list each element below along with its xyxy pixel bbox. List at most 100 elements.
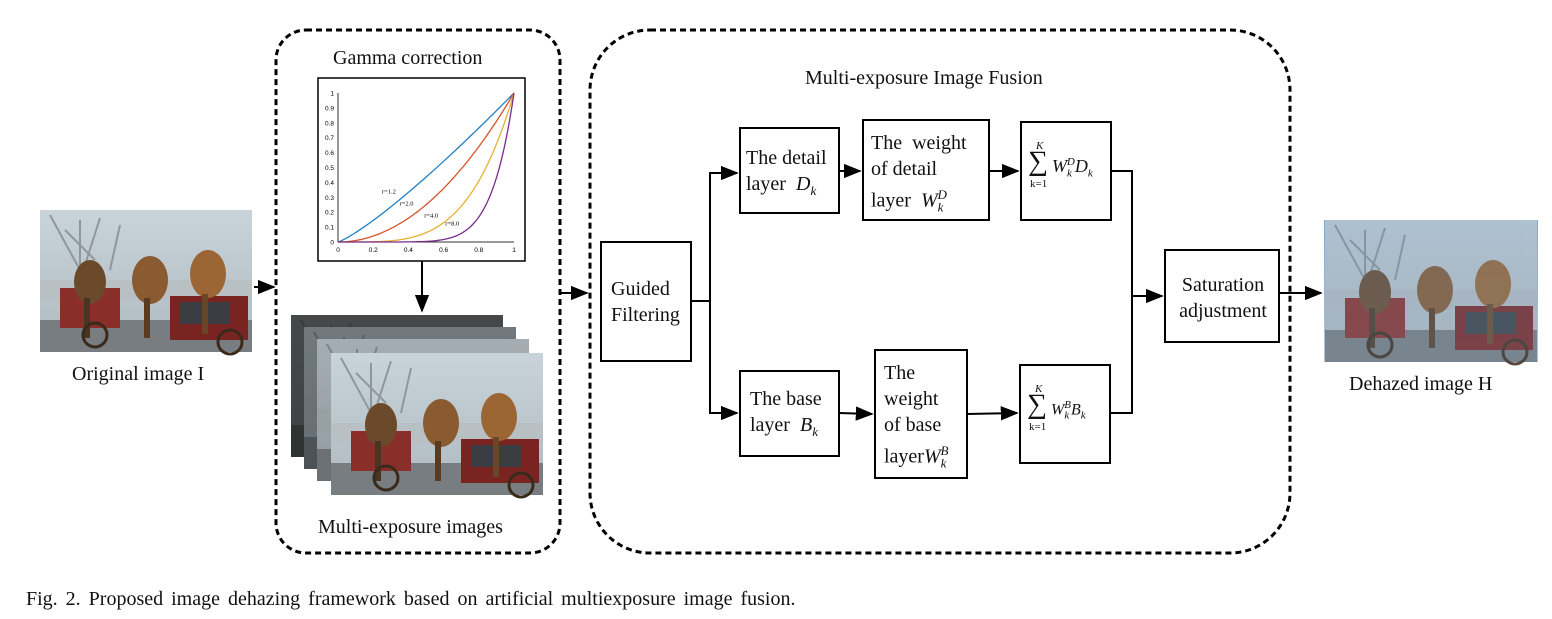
detail-line1: The detail [746,147,827,169]
detail-weight-box [862,119,990,221]
detail-sum-v: D [1074,156,1088,176]
gamma-curve [338,92,515,243]
gamma-x-tick: 0.2 [369,247,378,254]
base-sum-v-sub: k [1080,409,1086,422]
dehazed-image-label: Dehazed image H [1349,373,1493,395]
detail-weight-symbol: W [920,189,938,212]
detail-sum-w: W [1052,156,1067,176]
multi-exposure-stack [289,313,545,499]
gamma-y-tick: 0.1 [325,225,334,232]
base-sum-top: K [1035,383,1043,395]
base-weight-line1: The [884,362,916,384]
base-sub: k [812,424,818,439]
detail-sum-bottom: k=1 [1030,178,1048,190]
gamma-chart-frame [317,77,526,262]
guided-line2: Filtering [611,304,680,326]
detail-layer-box [739,127,840,214]
gamma-y-tick: 0 [330,240,334,247]
original-image [38,208,254,356]
gamma-y-tick: 0.7 [325,135,334,142]
saturation-line2: adjustment [1179,300,1267,322]
gamma-y-tick: 0.6 [325,150,334,157]
detail-layer-text: The detail layer Dk [746,145,827,204]
base-weight-symbol: W [923,445,941,468]
detail-sum-w-sup: D [1066,156,1075,168]
detail-weight-sup: D [937,187,947,202]
sum-merge-line [1110,170,1133,414]
base-weight-line3: of base [884,414,942,436]
gamma-y-tick: 1 [330,91,334,98]
guided-filtering-box [600,241,692,362]
gamma-curve [337,92,515,243]
guided-filtering-text: Guided Filtering [611,276,680,328]
base-sum-formula: K ∑ k=1 WkBBk [1027,383,1107,439]
gamma-curve-label: r=4.0 [424,213,438,220]
detail-weight-line2: of detail [871,158,938,180]
base-weight-text: The weight of base layerWkB [884,360,948,477]
base-sum-w-sub: k [1064,409,1070,422]
gamma-x-tick: 0.8 [474,247,483,254]
gamma-curve-label: r=2.0 [400,201,414,208]
detail-weight-sub: k [937,199,944,215]
detail-sum-sigma: ∑ [1028,146,1048,177]
guided-line1: Guided [611,278,670,300]
original-image-label: Original image I [72,363,205,385]
gamma-curves: r=1.2 r=2.0 r=4.0 r=8.0 [337,92,515,243]
base-sum-w: W [1051,401,1065,419]
base-sum-bottom: k=1 [1029,421,1047,433]
detail-weight-line3: layer [871,189,911,212]
base-weight-box [874,349,968,479]
detail-weight-line1: The weight [871,132,967,154]
arrow-guided-to-detail [691,165,739,302]
gamma-group-border [274,28,562,555]
base-sum-v: B [1070,401,1081,419]
gamma-curve-label: r=8.0 [445,221,459,228]
gamma-curve-label: r=1.2 [382,188,396,195]
gamma-x-tick: 0.6 [439,247,448,254]
gamma-curve [338,92,515,243]
base-sum-w-sup: B [1064,399,1071,411]
base-line1: The base [750,388,822,410]
base-symbol: B [799,414,813,436]
gamma-title: Gamma correction [333,47,483,69]
saturation-text: Saturation adjustment [1173,272,1273,324]
detail-sum-v-sub: k [1087,167,1093,180]
detail-line2: layer [746,173,786,195]
base-sum-sigma: ∑ [1027,389,1047,420]
gamma-y-tick: 0.9 [325,105,334,112]
detail-symbol: D [795,173,811,195]
connectors [254,163,1323,421]
base-weight-sub: k [940,455,947,471]
gamma-y-tick: 0.4 [325,180,334,187]
base-layer-text: The base layer Bk [750,386,822,445]
base-weight-line4: layer [884,445,924,468]
arrow-guided-to-base [709,301,739,421]
figure-caption: Fig. 2. Proposed image dehazing framewor… [26,588,796,610]
gamma-x-tick: 0 [336,247,340,254]
gamma-ticks: 1 0.9 0.8 0.7 0.6 0.5 0.4 0.3 0.2 0.1 00 0.2 0.4 0.6 0… [325,91,516,255]
arrow-baseweight-to-sum [966,406,1019,421]
base-layer-box [739,370,840,457]
fusion-title: Multi-exposure Image Fusion [805,67,1043,89]
saturation-box [1164,249,1280,343]
detail-weight-text: The weight of detail layer WkD [871,130,967,221]
base-sum-box [1019,364,1111,464]
gamma-y-tick: 0.2 [325,210,334,217]
saturation-line1: Saturation [1181,274,1265,296]
arrow-base-to-weight [838,406,874,421]
gamma-x-tick: 1 [512,247,516,254]
base-line2: layer [750,414,790,436]
detail-sum-top: K [1036,140,1044,152]
fusion-group-border [588,28,1292,555]
base-weight-sup: B [940,443,949,458]
base-weight-line2: weight [884,388,939,410]
detail-sub: k [810,183,817,198]
gamma-y-tick: 0.8 [325,120,334,127]
detail-sum-formula: K ∑ k=1 WkDDk [1028,140,1108,196]
gamma-x-tick: 0.4 [404,247,413,254]
gamma-y-tick: 0.3 [325,195,334,202]
gamma-y-tick: 0.5 [325,165,334,172]
dehazed-image [1323,218,1539,366]
detail-sum-w-sub: k [1067,167,1072,180]
